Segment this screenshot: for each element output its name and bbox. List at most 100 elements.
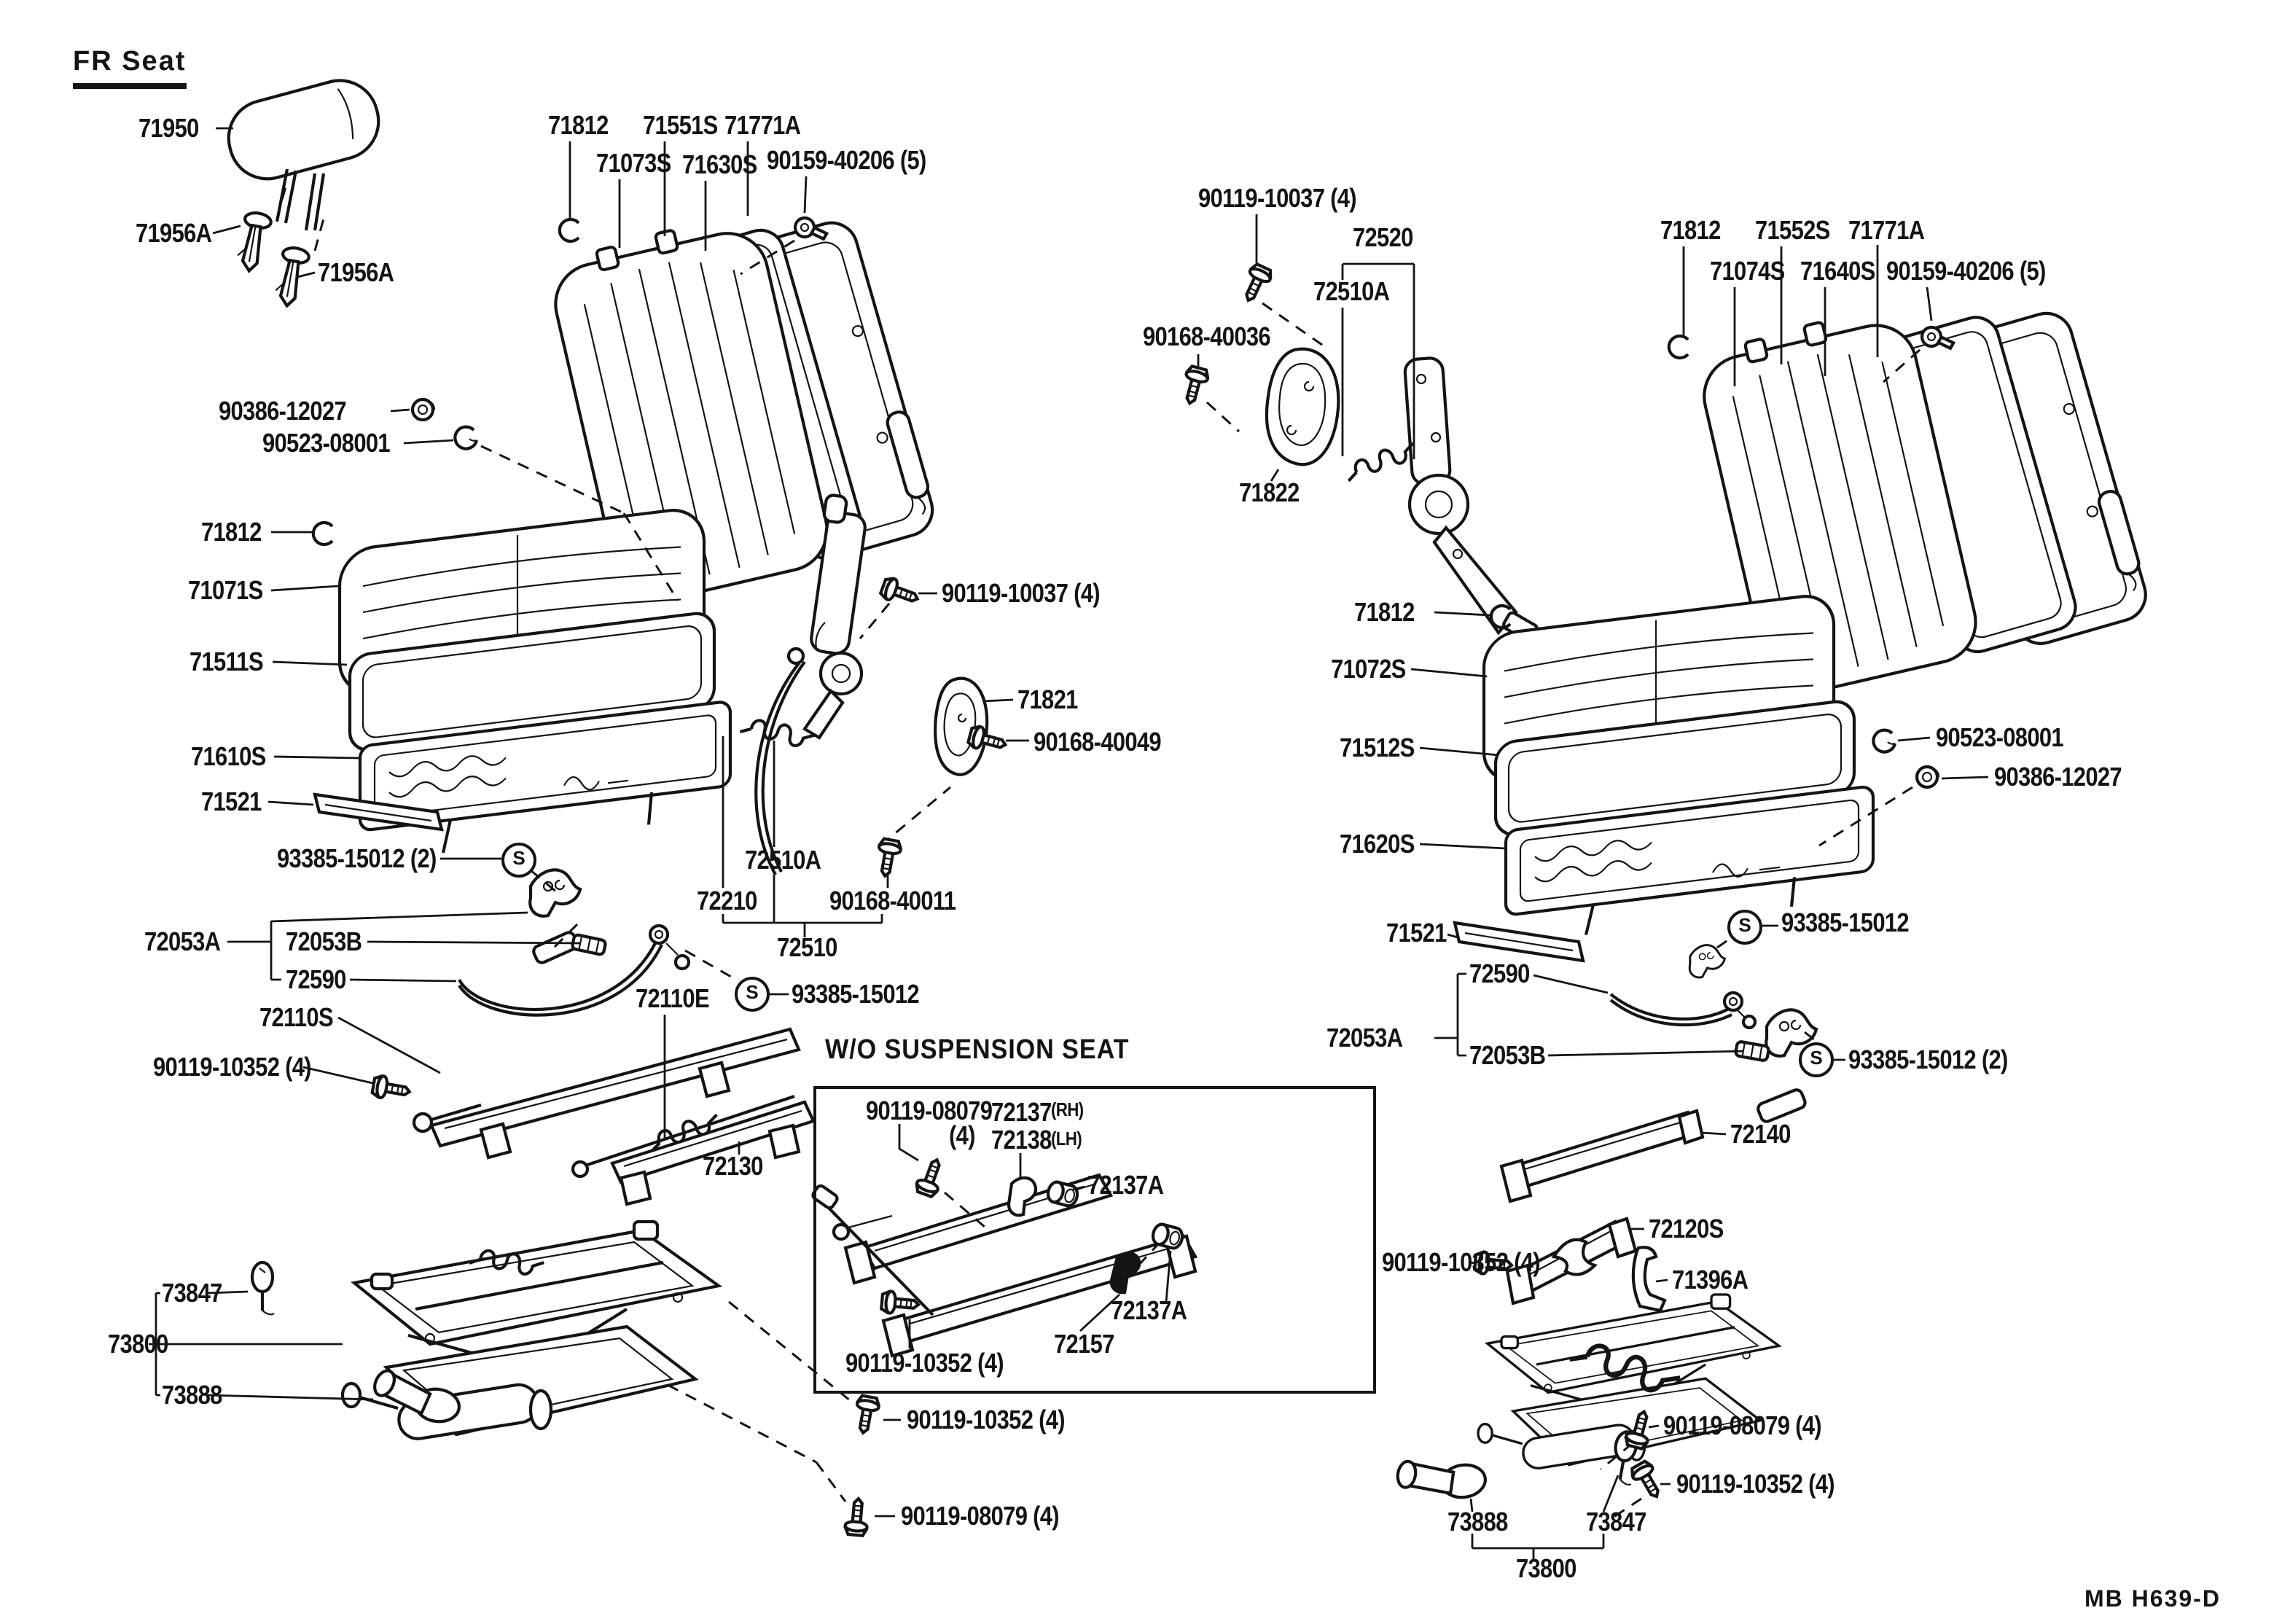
latch-icon xyxy=(1688,944,1726,979)
part-label: 90168-40049 xyxy=(1034,727,1162,757)
part-label: 71821 xyxy=(1017,685,1078,714)
bolt-icon xyxy=(1179,365,1210,406)
part-label: 72137A xyxy=(1087,1171,1164,1200)
c-clip-icon xyxy=(313,523,332,544)
page-title: FR Seat xyxy=(73,47,187,89)
part-label: 71610S xyxy=(191,742,266,771)
headrest-pin-icon xyxy=(273,246,310,308)
right-rails-drawing xyxy=(1499,1109,1705,1313)
part-label: 72120S xyxy=(1649,1214,1724,1244)
inset-box-heading: W/O SUSPENSION SEAT xyxy=(825,1035,1130,1066)
s-marker: S xyxy=(735,977,770,1012)
right-cables-drawing xyxy=(1609,944,1816,1123)
part-label: (RH) xyxy=(1051,1098,1084,1120)
s-marker: S xyxy=(1799,1042,1834,1077)
part-label: 72140 xyxy=(1730,1120,1791,1149)
inset-rails-drawing xyxy=(811,1173,1198,1358)
part-label: 72590 xyxy=(286,965,346,994)
spring-icon xyxy=(740,714,815,751)
part-label: 71812 xyxy=(201,518,262,547)
part-label: 71950 xyxy=(138,114,199,143)
part-label: (LH) xyxy=(1051,1128,1082,1149)
part-label: 72590 xyxy=(1469,959,1530,988)
right-cushion-drawing xyxy=(1453,595,1875,963)
part-label: 72110E xyxy=(636,984,710,1013)
adjuster-knob-icon xyxy=(1392,1448,1488,1506)
dashed-lines xyxy=(276,186,1921,1523)
part-label: 73888 xyxy=(1447,1507,1508,1537)
part-label: 71551S xyxy=(643,111,718,140)
part-label: 72510 xyxy=(777,933,837,962)
part-label: 90168-40036 xyxy=(1143,322,1271,351)
part-label: 90159-40206 (5) xyxy=(1886,257,2046,286)
left-seatback-drawing xyxy=(554,221,934,603)
part-label: 73847 xyxy=(162,1278,222,1308)
part-label: 71620S xyxy=(1340,829,1415,859)
part-label: 90119-10352 (4) xyxy=(153,1053,312,1082)
part-label: 72510A xyxy=(1313,277,1390,306)
headrest-pins-drawing xyxy=(235,211,310,308)
part-label: 72520 xyxy=(1353,223,1413,252)
part-label: 71072S xyxy=(1331,655,1406,684)
bolt-icon xyxy=(874,838,902,878)
part-label: 71074S xyxy=(1710,257,1785,286)
part-label: 71630S xyxy=(682,150,757,179)
part-label: 71511S xyxy=(190,647,264,676)
part-label: 71073S xyxy=(596,149,671,178)
hook-clip-icon xyxy=(1873,730,1895,752)
part-label: 90119-10352 (4) xyxy=(1382,1248,1541,1277)
part-label: 73888 xyxy=(162,1381,222,1410)
part-label: 71812 xyxy=(548,111,609,140)
washer-clip-icon xyxy=(1917,767,1939,787)
part-label: 71956A xyxy=(318,258,394,287)
part-label: (4) xyxy=(949,1121,975,1150)
part-label: 71521 xyxy=(1386,918,1447,948)
bolt-icon xyxy=(845,1498,870,1536)
part-label: 90386-12027 xyxy=(219,397,347,426)
part-label: 90523-08001 xyxy=(1936,723,2064,752)
part-label: 71521 xyxy=(201,787,262,816)
part-label: 72053A xyxy=(144,927,221,956)
part-label: 71396A xyxy=(1672,1265,1749,1295)
center-recliner-bracket-drawing xyxy=(1265,347,1539,643)
bolt-icon xyxy=(880,576,921,609)
part-label: 90168-40011 xyxy=(829,886,956,916)
hook-clip-icon xyxy=(455,427,477,449)
part-label: 90159-40206 (5) xyxy=(767,146,926,175)
part-label: 72510A xyxy=(745,846,821,875)
s-marker: S xyxy=(1727,910,1762,945)
part-label: 71812 xyxy=(1354,598,1415,627)
part-label: 71771A xyxy=(724,111,801,140)
part-label: 90119-10352 (4) xyxy=(1676,1469,1835,1499)
part-label: 90523-08001 xyxy=(262,429,391,458)
part-label: 71812 xyxy=(1660,216,1721,245)
part-label: 71552S xyxy=(1755,216,1830,245)
part-label: 72053B xyxy=(1469,1041,1546,1070)
part-label: 72137 xyxy=(991,1098,1052,1127)
part-label: 90119-10352 (4) xyxy=(845,1348,1004,1378)
c-clip-icon xyxy=(560,219,579,241)
part-label: 93385-15012 (2) xyxy=(1848,1045,2008,1074)
part-label: 72210 xyxy=(697,886,757,916)
headrest-drawing xyxy=(227,79,380,231)
inset-box xyxy=(813,1086,1376,1394)
spring-icon xyxy=(1343,441,1418,481)
c-clip-icon xyxy=(1669,336,1688,358)
left-suspension-frame-drawing xyxy=(252,1222,719,1441)
headrest-pin-icon xyxy=(235,211,272,273)
part-label: 90119-10037 (4) xyxy=(942,579,1101,608)
part-label: 93385-15012 xyxy=(792,980,920,1009)
left-cushion-drawing xyxy=(313,509,732,854)
part-label: 72053A xyxy=(1326,1023,1403,1053)
screw-pin-icon xyxy=(252,1262,274,1314)
bolt-icon xyxy=(372,1074,411,1102)
part-label: 72137A xyxy=(1111,1296,1187,1325)
part-label: 90119-10352 (4) xyxy=(907,1405,1066,1434)
left-recliner-cables-drawing xyxy=(458,493,867,1017)
part-label: 71512S xyxy=(1340,733,1415,762)
part-label: 71071S xyxy=(188,576,263,605)
part-label: 90119-08079 (4) xyxy=(901,1502,1060,1531)
part-label: 73800 xyxy=(108,1330,168,1359)
